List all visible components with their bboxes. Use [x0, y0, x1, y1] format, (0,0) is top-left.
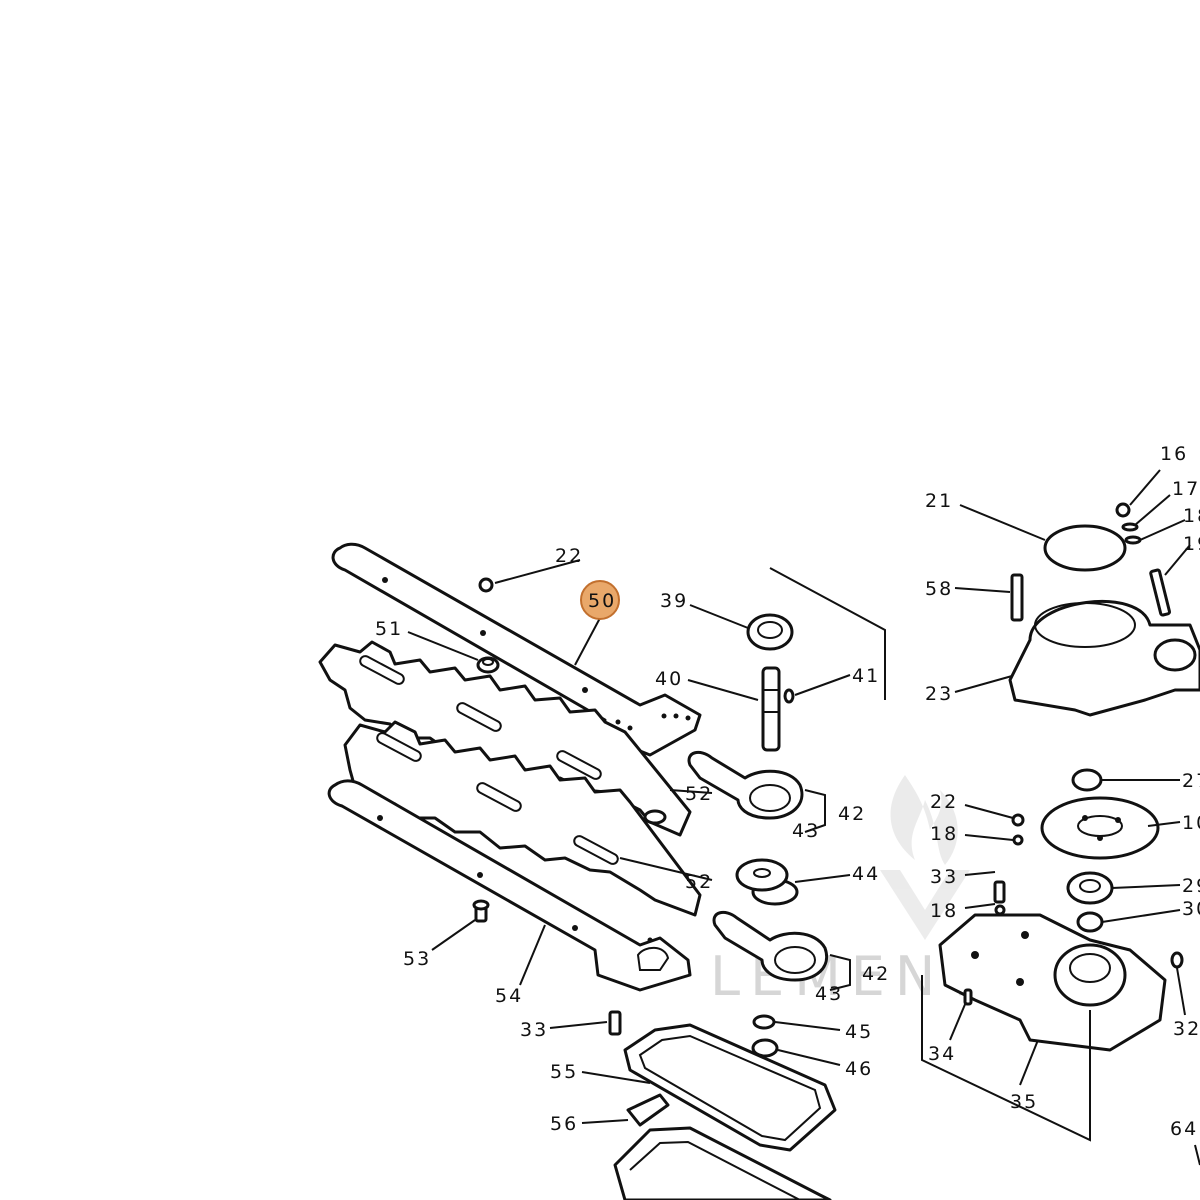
label-43-lower[interactable]: 43 — [815, 983, 843, 1005]
part-46-nut — [751, 1038, 779, 1058]
label-33-right[interactable]: 33 — [930, 866, 958, 888]
part-23-gear-case-top — [1008, 600, 1200, 717]
part-52-cutter-blade-lower — [343, 720, 702, 917]
label-53[interactable]: 53 — [403, 948, 431, 970]
part-22-18-washers — [1011, 813, 1025, 846]
label-64[interactable]: 64 — [1170, 1118, 1198, 1140]
part-33-bolt-lower — [608, 1010, 622, 1036]
part-56-clip — [626, 1093, 670, 1127]
part-33-bolt-right — [993, 880, 1006, 916]
label-18-right-lower[interactable]: 18 — [930, 900, 958, 922]
label-23[interactable]: 23 — [925, 683, 953, 705]
part-51-spacer — [476, 656, 500, 674]
label-52-upper[interactable]: 52 — [685, 783, 713, 805]
label-18-right-upper[interactable]: 18 — [930, 823, 958, 845]
label-32[interactable]: 32 — [1173, 1018, 1200, 1040]
part-35-gear-case-bottom — [938, 913, 1167, 1052]
label-21[interactable]: 21 — [925, 490, 953, 512]
part-40-shaft — [761, 666, 781, 752]
label-39[interactable]: 39 — [660, 590, 688, 612]
label-40[interactable]: 40 — [655, 668, 683, 690]
label-56[interactable]: 56 — [550, 1113, 578, 1135]
part-41-key — [783, 688, 795, 704]
part-34-pin — [963, 988, 973, 1006]
label-22[interactable]: 22 — [555, 545, 583, 567]
part-21-gasket — [1043, 524, 1127, 572]
part-58-bolt — [1010, 573, 1024, 622]
label-10[interactable]: 10 — [1182, 812, 1200, 834]
part-45-washer — [752, 1014, 776, 1030]
leader-lines — [407, 469, 1191, 1124]
flame-v-logo-icon — [880, 775, 970, 940]
part-32-oring — [1170, 951, 1184, 969]
label-19[interactable]: 19 — [1183, 533, 1200, 555]
label-18[interactable]: 18 — [1183, 505, 1200, 527]
label-58[interactable]: 58 — [925, 578, 953, 600]
label-44[interactable]: 44 — [852, 863, 880, 885]
label-42-upper[interactable]: 42 — [838, 803, 866, 825]
part-27-nut — [1071, 768, 1103, 792]
label-50[interactable]: 50 — [588, 590, 616, 612]
part-10-gear — [1040, 796, 1160, 860]
part-30-bushing — [1076, 911, 1104, 933]
label-35[interactable]: 35 — [1010, 1091, 1038, 1113]
part-16-19-screws — [1115, 502, 1172, 617]
label-54[interactable]: 54 — [495, 985, 523, 1007]
label-34[interactable]: 34 — [928, 1043, 956, 1065]
part-54-blade-bottom — [327, 779, 692, 992]
part-53-bolt — [472, 899, 490, 923]
label-33-lower[interactable]: 33 — [520, 1019, 548, 1041]
part-number-labels: 16 17 18 19 21 58 23 22 50 39 51 40 41 5… — [375, 443, 1200, 1140]
part-42-crank-arm-lower — [712, 910, 829, 982]
label-17[interactable]: 17 — [1172, 478, 1200, 500]
part-29-bearing — [1066, 871, 1114, 905]
label-43-upper[interactable]: 43 — [792, 820, 820, 842]
label-46[interactable]: 46 — [845, 1058, 873, 1080]
part-50-blade-top — [331, 542, 702, 757]
label-27[interactable]: 27 — [1182, 770, 1200, 792]
base-cover — [613, 1126, 832, 1200]
label-51[interactable]: 51 — [375, 618, 403, 640]
part-22-nut — [478, 577, 494, 593]
label-22-right[interactable]: 22 — [930, 791, 958, 813]
callout-50-highlight[interactable] — [580, 580, 620, 620]
label-41[interactable]: 41 — [852, 665, 880, 687]
label-55[interactable]: 55 — [550, 1061, 578, 1083]
part-42-crank-arm-upper — [687, 750, 804, 820]
label-52-lower[interactable]: 52 — [685, 871, 713, 893]
label-45[interactable]: 45 — [845, 1021, 873, 1043]
part-39-bearing — [746, 613, 794, 651]
label-30[interactable]: 30 — [1182, 898, 1200, 920]
part-55-gasket — [623, 1023, 837, 1152]
part-44-roller — [735, 858, 799, 906]
label-42-lower[interactable]: 42 — [862, 963, 890, 985]
label-29[interactable]: 29 — [1182, 875, 1200, 897]
label-16[interactable]: 16 — [1160, 443, 1188, 465]
